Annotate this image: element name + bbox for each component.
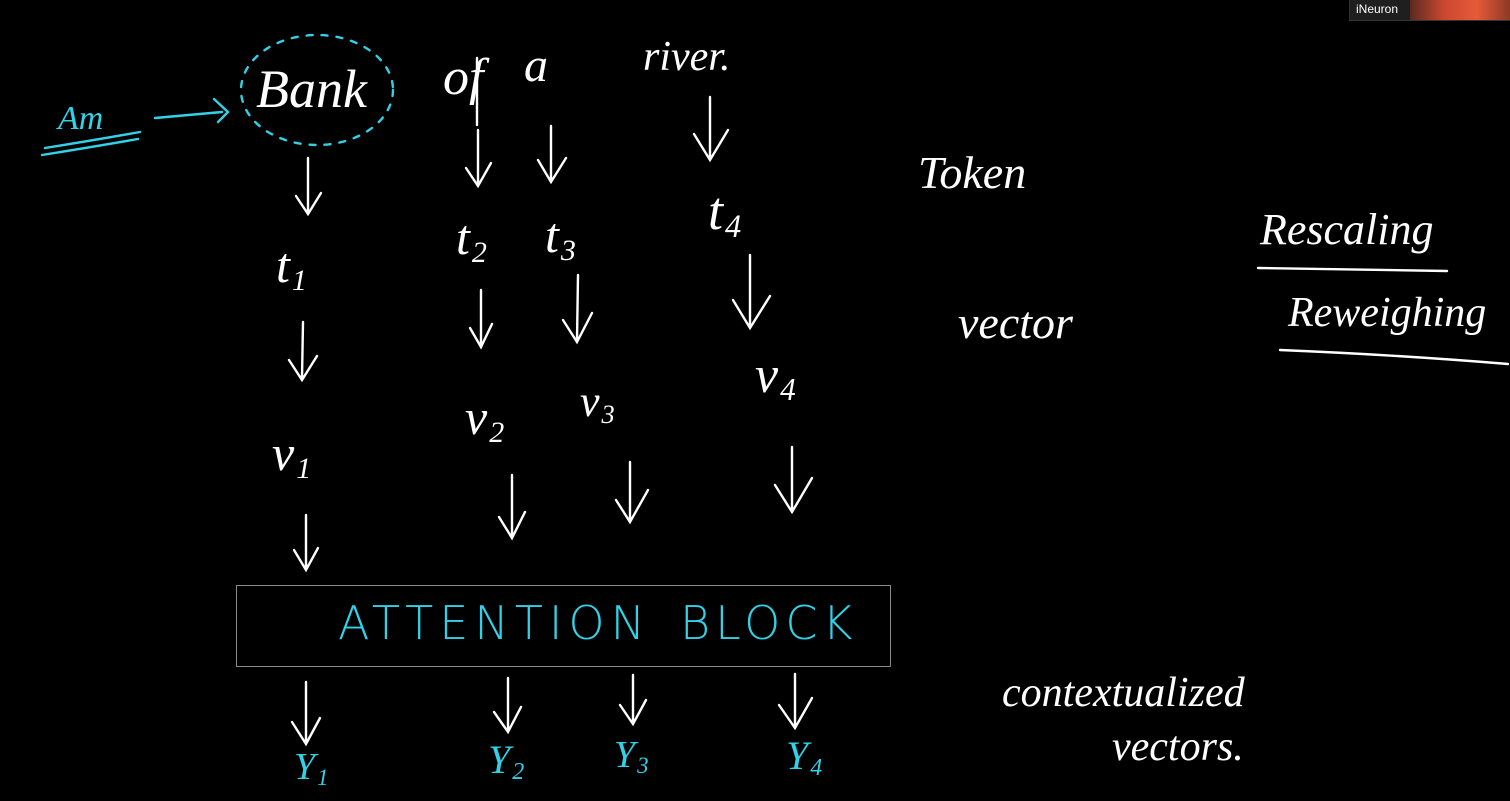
output-y2: Y2: [488, 737, 525, 785]
badge-label: iNeuron: [1356, 2, 1399, 16]
am-underline-2: [40, 137, 140, 157]
down-arrow-icon: [287, 320, 319, 383]
label-reweighing: Reweighing: [1288, 290, 1487, 336]
block-label: BLOCK: [680, 596, 858, 650]
token-t3: t3: [545, 207, 576, 267]
down-arrow-icon: [464, 128, 493, 189]
down-arrow-icon: [290, 680, 322, 747]
word-a: a: [524, 39, 548, 92]
label-vectors: vectors.: [1112, 724, 1244, 770]
output-y3: Y3: [614, 734, 649, 778]
presenter-thumbnail: [1410, 0, 1510, 20]
vector-v3: v3: [580, 377, 615, 429]
down-arrow-icon: [294, 156, 323, 217]
side-note-am: Am: [58, 100, 104, 137]
down-arrow-icon: [497, 473, 527, 541]
down-arrow-icon: [773, 445, 814, 515]
down-arrow-icon: [561, 273, 594, 345]
down-arrow-icon: [618, 673, 648, 727]
token-t2: t2: [456, 209, 487, 269]
presenter-video-badge: iNeuron: [1349, 0, 1510, 21]
token-t4: t4: [708, 181, 742, 246]
down-arrow-icon: [692, 95, 730, 163]
vector-v1: v1: [272, 425, 312, 485]
token-t1: t1: [276, 237, 307, 297]
down-arrow-icon: [536, 124, 568, 185]
vector-v4: v4: [755, 347, 796, 407]
right-arrow-icon: [153, 97, 230, 124]
am-underline: [43, 130, 142, 150]
down-arrow-icon: [292, 513, 320, 573]
reweighing-underline: [1278, 348, 1510, 366]
word-river: river.: [643, 34, 731, 80]
label-token: Token: [918, 147, 1027, 198]
attention-label: ATTENTION: [338, 596, 652, 650]
down-arrow-icon: [614, 460, 650, 525]
down-arrow-icon: [492, 676, 523, 735]
dashed-highlight-ring: [239, 33, 395, 147]
down-arrow-icon: [468, 288, 494, 350]
output-y1: Y1: [294, 746, 329, 790]
label-rescaling: Rescaling: [1260, 205, 1434, 254]
down-arrow-icon: [731, 253, 772, 331]
vector-v2: v2: [465, 389, 505, 449]
rescaling-underline: [1256, 266, 1449, 273]
output-y4: Y4: [786, 733, 823, 781]
word-bank: Bank: [256, 59, 367, 119]
down-arrow-icon: [777, 672, 814, 731]
word-of: of: [443, 49, 484, 106]
label-vector: vector: [958, 297, 1073, 348]
attention-block: [236, 585, 891, 667]
label-contextualized: contextualized: [1002, 670, 1245, 716]
